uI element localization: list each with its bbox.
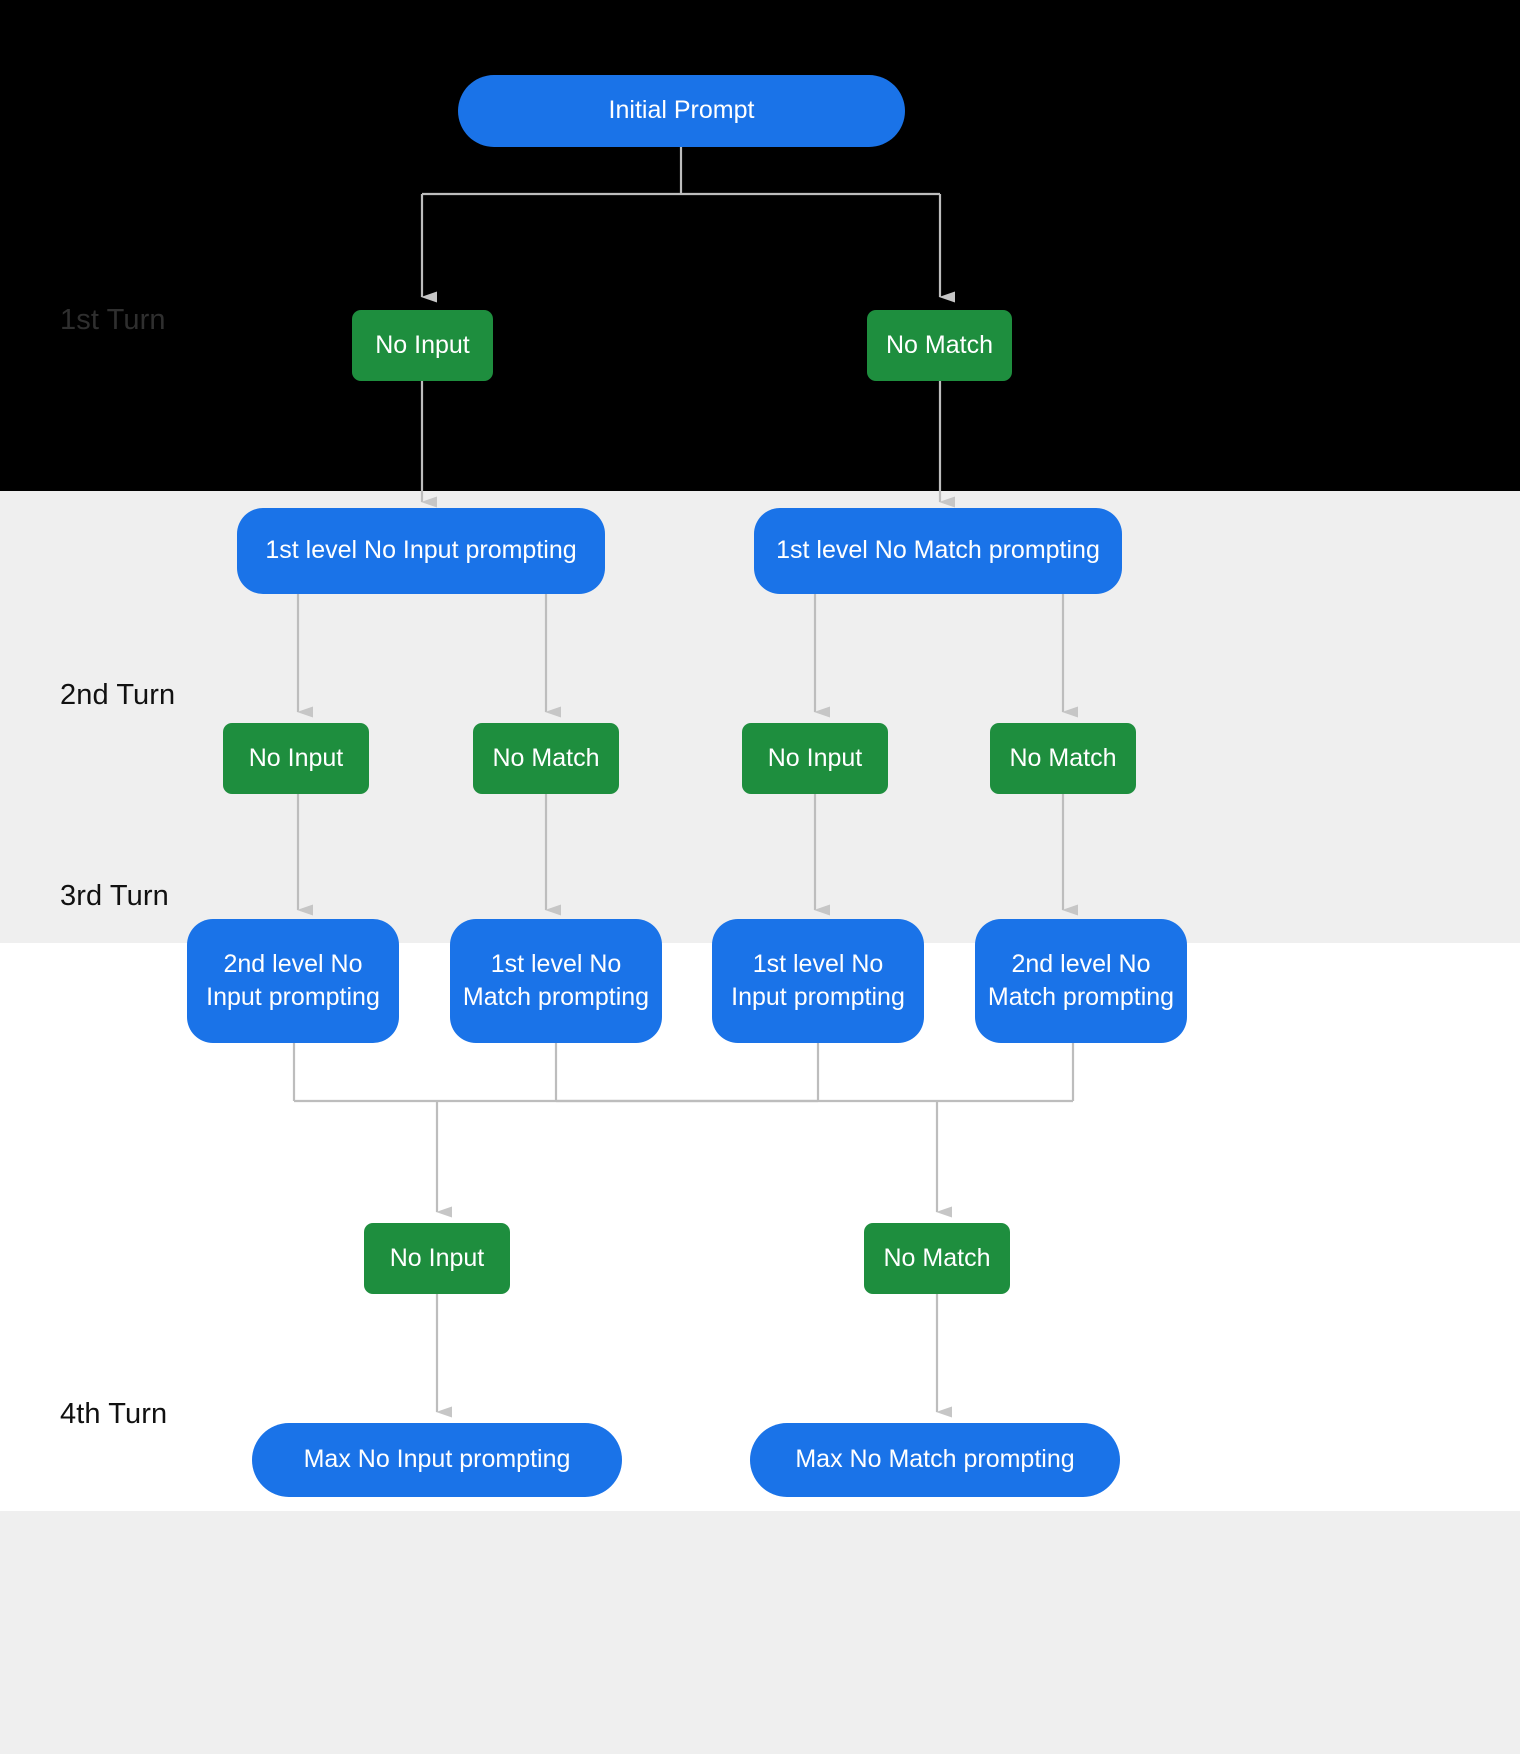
node-turn2-first-level-no-input-prompting[interactable]: 1st level No Input prompting bbox=[237, 508, 605, 594]
node-turn2-no-match-right[interactable]: No Match bbox=[990, 723, 1136, 794]
node-turn3-first-level-no-input-prompting[interactable]: 1st level No Input prompting bbox=[712, 919, 924, 1043]
turn-band-4 bbox=[0, 1511, 1520, 1754]
node-turn2-first-level-no-match-prompting[interactable]: 1st level No Match prompting bbox=[754, 508, 1122, 594]
turn-label-1: 1st Turn bbox=[60, 304, 166, 336]
node-initial-prompt[interactable]: Initial Prompt bbox=[458, 75, 905, 147]
node-turn2-no-input-left[interactable]: No Input bbox=[223, 723, 369, 794]
turn-label-2: 2nd Turn bbox=[60, 679, 176, 711]
node-turn1-no-input[interactable]: No Input bbox=[352, 310, 493, 381]
turn-label-4: 4th Turn bbox=[60, 1398, 168, 1430]
turn-label-3: 3rd Turn bbox=[60, 880, 169, 912]
node-turn3-first-level-no-match-prompting[interactable]: 1st level No Match prompting bbox=[450, 919, 662, 1043]
node-turn4-max-no-match-prompting[interactable]: Max No Match prompting bbox=[750, 1423, 1120, 1497]
node-turn3-second-level-no-input-prompting[interactable]: 2nd level No Input prompting bbox=[187, 919, 399, 1043]
turn-band-1 bbox=[0, 0, 1520, 491]
node-turn1-no-match[interactable]: No Match bbox=[867, 310, 1012, 381]
node-turn3-second-level-no-match-prompting[interactable]: 2nd level No Match prompting bbox=[975, 919, 1187, 1043]
node-turn2-no-input-right[interactable]: No Input bbox=[742, 723, 888, 794]
node-turn3-no-input[interactable]: No Input bbox=[364, 1223, 510, 1294]
node-turn2-no-match-left[interactable]: No Match bbox=[473, 723, 619, 794]
node-turn4-max-no-input-prompting[interactable]: Max No Input prompting bbox=[252, 1423, 622, 1497]
node-turn3-no-match[interactable]: No Match bbox=[864, 1223, 1010, 1294]
